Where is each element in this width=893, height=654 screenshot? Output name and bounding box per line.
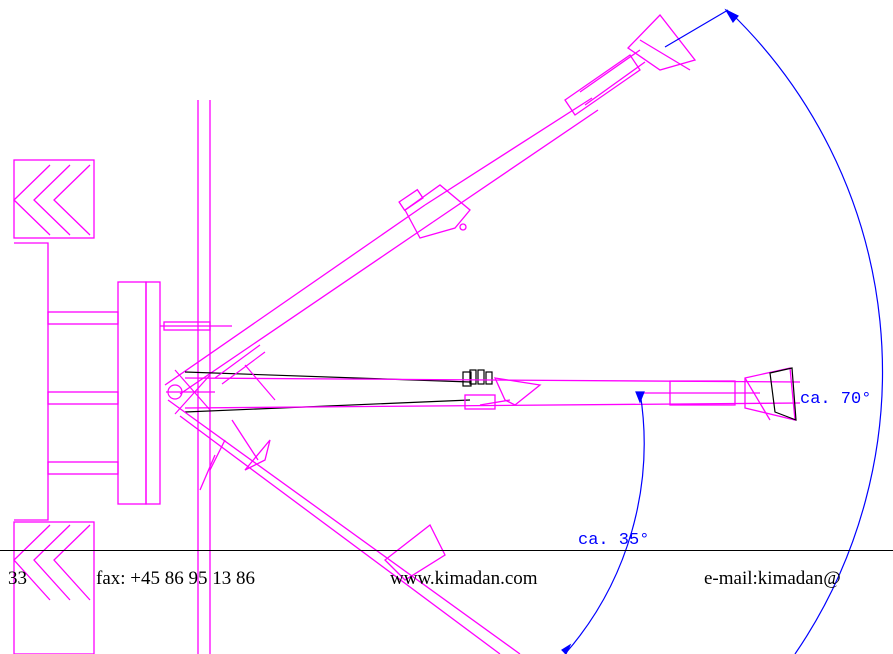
footer-email-link[interactable]: e-mail:kimadan@: [704, 568, 841, 589]
angle-dimensions: [561, 8, 884, 654]
footer-divider: [0, 550, 893, 551]
rear-wheel-top: [13, 159, 95, 239]
rear-wheel-bottom: [13, 521, 95, 654]
mounting-frame: [14, 242, 232, 521]
boom-lower: [167, 399, 521, 654]
footer-website-link[interactable]: www.kimadan.com: [390, 568, 538, 589]
cylinder-upper: [214, 344, 276, 401]
boom-middle: [184, 367, 801, 421]
boom-upper: [164, 14, 697, 395]
angle-70-label: ca. 70°: [800, 390, 871, 409]
footer-fax: fax: +45 86 95 13 86: [96, 568, 256, 589]
angle-35-label: ca. 35°: [578, 531, 649, 550]
tractor-frame: [197, 100, 211, 654]
footer-phone: 33: [8, 568, 27, 589]
